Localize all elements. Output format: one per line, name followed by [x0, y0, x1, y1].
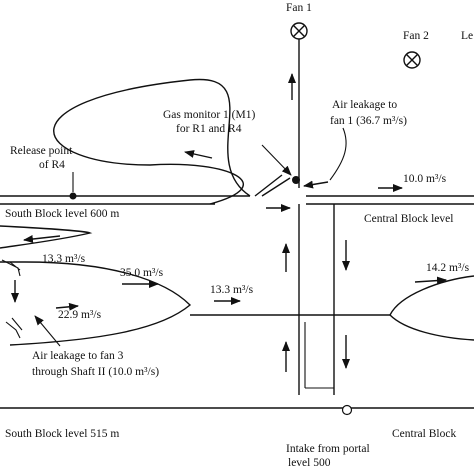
left-lobe: [9, 261, 192, 346]
left-zigzag: [0, 225, 93, 249]
release-point-label-2: of R4: [39, 159, 65, 171]
right-lobe: [389, 275, 474, 341]
gas-monitor-label-1: Gas monitor 1 (M1): [163, 109, 255, 121]
flow-label-top-right: 10.0 m³/s: [403, 173, 447, 185]
arrow-left-lower: [55, 302, 79, 311]
upper-winding-drift: [53, 78, 251, 205]
fan-2-label: Fan 2: [403, 30, 429, 42]
air-leakage-fan3-label-2: through Shaft II (10.0 m³/s): [32, 366, 159, 378]
release-point-label-1: Release point: [10, 145, 73, 157]
gas-monitor-dot: [292, 176, 300, 184]
shaft-ii-branch: [1, 259, 23, 339]
intake-portal-symbol: [341, 404, 353, 416]
central-block-bottom-label: Central Block: [392, 428, 456, 440]
flow-label-left-upper: 13.3 m³/s: [42, 253, 86, 265]
junction-diag-2: [261, 177, 291, 197]
flow-label-left-lower: 22.9 m³/s: [58, 309, 102, 321]
air-leakage-fan3-label-1: Air leakage to fan 3: [32, 350, 124, 362]
intake-label-2: level 500: [288, 457, 331, 469]
intake-label-1: Intake from portal: [286, 443, 370, 455]
air-leakage-fan3-pointer: [34, 315, 61, 347]
flow-label-right: 14.2 m³/s: [426, 262, 470, 274]
gas-monitor-label-2: for R1 and R4: [176, 123, 242, 135]
gas-monitor-pointer: [261, 144, 292, 176]
leak-arrow-fan1: [303, 180, 329, 189]
flow-label-mid-left: 35.0 m³/s: [120, 267, 164, 279]
air-leakage-fan1-label-2: fan 1 (36.7 m³/s): [330, 115, 407, 127]
fan-3-label-partial: Le: [461, 30, 473, 42]
south-block-515-label: South Block level 515 m: [5, 428, 119, 440]
release-point-dot: [69, 192, 77, 200]
air-leakage-fan1-pointer: [329, 127, 347, 181]
fan-2-symbol: [403, 51, 421, 69]
fan-1-symbol: [290, 22, 308, 40]
fan-1-label: Fan 1: [286, 2, 312, 14]
arrow-right: [414, 276, 447, 285]
south-block-600-label: South Block level 600 m: [5, 208, 119, 220]
flow-label-mid-center: 13.3 m³/s: [210, 284, 254, 296]
central-block-top-label: Central Block level: [364, 213, 453, 225]
arrow-left-upper: [23, 235, 61, 243]
junction-diag-1: [254, 174, 283, 197]
return-arrow-upper: [184, 150, 213, 159]
air-leakage-fan1-label-1: Air leakage to: [332, 99, 397, 111]
